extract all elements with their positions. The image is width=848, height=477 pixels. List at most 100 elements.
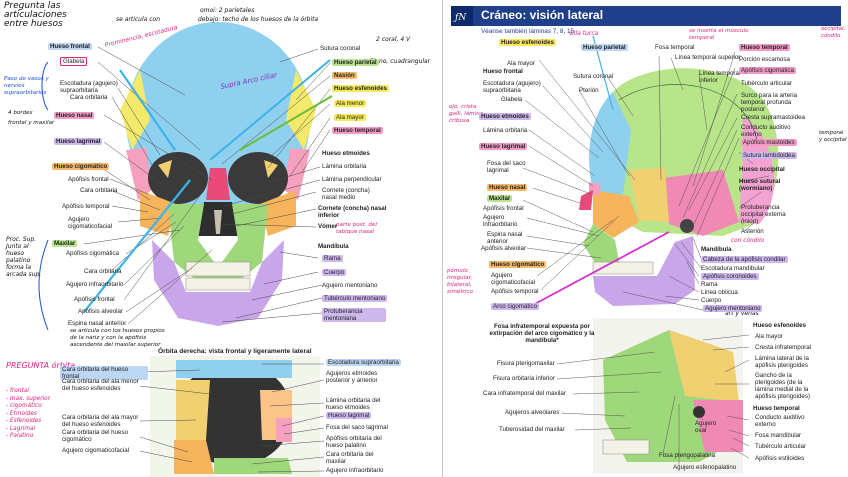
label-agujero-mentoniano: Agujero mentoniano xyxy=(322,282,378,289)
label-apofisis-alveolar: Apófisis alveolar xyxy=(78,308,124,315)
label-r-protuberancia: Protuberancia occipital externa (inion) xyxy=(741,204,786,225)
label-r-hueso-cigomatico: Hueso cigomático xyxy=(489,261,547,268)
label-o-agujeros-etmoides: Agujeros etmoides posterior y anterior xyxy=(326,370,378,384)
label-cara-orbitaria: Cara orbitaria xyxy=(70,94,108,101)
label-r-hueso-esfenoides: Hueso esfenoides xyxy=(499,39,556,46)
zygomatic-left-shape xyxy=(260,190,296,236)
label-r-agujero-mentoniano: Agujero mentoniano xyxy=(703,305,763,312)
label-o-fosa-saco: Fosa del saco lagrimal xyxy=(326,424,388,431)
label-r-sutura-coronal: Sutura coronal xyxy=(573,73,614,80)
label-r-tuberculo-articular: Tubérculo articular xyxy=(741,80,793,87)
fossa-teeth-shape xyxy=(602,439,650,455)
label-o-escotadura: Escotadura supraorbitaria xyxy=(326,359,401,366)
handwritten-paso-vasos: Paso de vasos y nervios supraorbitarios xyxy=(4,76,49,96)
handwritten-temporal-occ: temporal y occipital xyxy=(819,130,847,143)
label-apofisis-temporal: Apófisis temporal xyxy=(62,203,110,210)
bracket-1 xyxy=(41,61,49,111)
label-hueso-lagrimal: Hueso lagrimal xyxy=(54,138,103,145)
label-apofisis-cigomatica: Apófisis cigomática xyxy=(66,250,119,257)
marker-line-blue-3 xyxy=(209,59,331,161)
sphenoid-lateral-shape xyxy=(629,168,669,222)
label-ala-mayor: Ala mayor xyxy=(334,114,366,121)
label-cara-orbitaria-2: Cara orbitaria xyxy=(80,187,118,194)
label-r-ala-mayor: Ala mayor xyxy=(507,60,535,67)
label-r-arco-cigomatico: Arco cigomático xyxy=(491,303,540,310)
label-r-maxilar: Maxilar xyxy=(487,195,513,202)
handwritten-sup-maxilar: frontal y maxilar xyxy=(8,120,55,126)
orbit-sphenoid-shape xyxy=(176,380,210,440)
ear-canal-shape xyxy=(680,219,694,233)
label-apofisis-frontal: Apófisis frontal xyxy=(68,176,109,183)
handwritten-plano: Plano, cuadrangular xyxy=(370,58,431,65)
handwritten-pomulo: pómulo irregular, bilateral, simétrico xyxy=(447,268,473,295)
label-f-agujero-esfenopalatino: Agujero esfenopalatino xyxy=(673,464,737,471)
orbit-leaders xyxy=(139,363,325,473)
maxilla-shape xyxy=(168,204,268,280)
label-sutura-coronal: Sutura coronal xyxy=(320,45,361,52)
label-r-hueso-lagrimal: Hueso lagrimal xyxy=(479,143,528,150)
label-r-espina-nasal: Espina nasal anterior xyxy=(487,231,523,245)
handwritten-art-venas: art y venas xyxy=(725,310,759,317)
label-f-tuberculo: Tubérculo articular xyxy=(755,443,807,450)
label-o-agujero-infra: Agujero infraorbitario xyxy=(326,467,384,474)
label-f-fosa-pterigopalatina: Fosa pterigopalatina xyxy=(659,452,716,459)
label-r-cuerpo: Cuerpo xyxy=(701,297,722,304)
mandible-shape xyxy=(152,240,284,326)
label-hueso-parietal: Hueso parietal xyxy=(332,59,379,66)
label-o-cara-orbitaria-frontal: Cara orbitaria del hueso frontal xyxy=(60,366,148,380)
handwritten-occipital: occipital, cóndilo xyxy=(821,26,846,39)
handwritten-pregunta-orbita: PREGUNTA órbita xyxy=(6,361,76,370)
fossa-leaders xyxy=(556,334,750,466)
handwritten-debajo: debajo: techo de los huesos de la órbita xyxy=(198,16,319,23)
orbit-zygomatic-shape xyxy=(174,440,214,474)
label-r-hueso-occipital: Hueso occipital xyxy=(739,166,785,173)
label-maxilar: Maxilar xyxy=(52,240,78,247)
label-r-surco-arteria: Surco para la arteria temporal profunda … xyxy=(741,92,798,113)
fossa-temporal-shape xyxy=(693,400,743,452)
label-r-hueso-etmoides: Hueso etmoides xyxy=(479,113,531,120)
handwritten-omoi: omoi: 2 parietales xyxy=(200,7,255,14)
label-o-agujero-cigomatico: Agujero cigomaticofacial xyxy=(62,447,130,454)
bracket-2 xyxy=(38,239,49,331)
label-r-apofisis-temporal: Apófisis temporal xyxy=(491,288,539,295)
label-r-pterion: Pterión xyxy=(579,87,599,94)
label-cornete-medio: Cornete (concha) nasal medio xyxy=(322,187,370,201)
label-r-hueso-sutural: Hueso sutural (wormiano) xyxy=(739,178,781,192)
anterior-skull-illustration xyxy=(38,22,333,477)
handwritten-vomer-note: parte post. del tabique nasal xyxy=(336,222,377,235)
marker-line-blue-2 xyxy=(83,179,191,313)
label-r-agujero-cigomaticofacial: Agujero cigomaticofacial xyxy=(491,272,536,286)
handwritten-proc-sup: Proc. Sup. Junto al hueso palatino forma… xyxy=(6,236,42,278)
parietal-left-shape xyxy=(120,70,150,150)
label-escotadura: Escotadura (agujero) supraorbitaria xyxy=(60,80,118,94)
label-o-apofisis-orbitaria: Apófisis orbitaria del hueso palatino xyxy=(326,435,382,449)
label-f-cara-infratemporal: Cara infratemporal del maxilar xyxy=(483,390,566,397)
nasal-bone-shape xyxy=(206,168,230,200)
left-orbit-shape xyxy=(228,152,288,204)
label-r-apofisis-coronoides: Apófisis coronoides xyxy=(701,273,759,280)
label-cornete-inferior: Cornete (concha) nasal inferior xyxy=(318,205,387,219)
label-r-hueso-frontal: Hueso frontal xyxy=(483,68,523,75)
label-r-hueso-parietal: Hueso parietal xyxy=(581,44,628,51)
label-r-apofisis-frontal: Apófisis frontal xyxy=(483,205,524,212)
handwritten-cuatro-bordes: 4 bordes xyxy=(8,110,33,116)
label-f-fosa-mandibular: Fosa mandibular xyxy=(755,432,802,439)
label-f-hueso-temporal: Hueso temporal xyxy=(753,405,800,412)
handwritten-question: Pregunta las articulaciones entre huesos xyxy=(4,1,67,29)
label-agujero-cigomaticofacial: Agujero cigomaticofacial xyxy=(68,216,113,230)
label-r-linea-inf: Línea temporal inferior xyxy=(699,70,741,84)
label-hueso-frontal: Hueso frontal xyxy=(48,43,92,50)
label-r-sutura-lambdoidea: Sutura lambdoidea xyxy=(741,152,797,159)
label-r-hueso-temporal: Hueso temporal xyxy=(739,44,790,51)
mandible-lateral-shape xyxy=(593,236,695,306)
label-o-hueso-lagrimal: Hueso lagrimal xyxy=(326,412,372,419)
label-r-hueso-nasal: Hueso nasal xyxy=(487,184,528,191)
handwritten-con-condilo: con cóndilo xyxy=(731,238,765,244)
label-r-escotadura-mandibular: Escotadura mandibular xyxy=(701,265,765,272)
label-r-conducto: Conducto auditivo externo xyxy=(741,124,791,138)
netter-logo: ƒN xyxy=(453,13,467,23)
label-r-fosa-temporal: Fosa temporal xyxy=(655,44,695,51)
orbit-frontal-shape xyxy=(176,360,292,378)
label-f-conducto: Conducto auditivo externo xyxy=(755,414,805,428)
handwritten-se-articula: se articula con xyxy=(116,16,161,23)
